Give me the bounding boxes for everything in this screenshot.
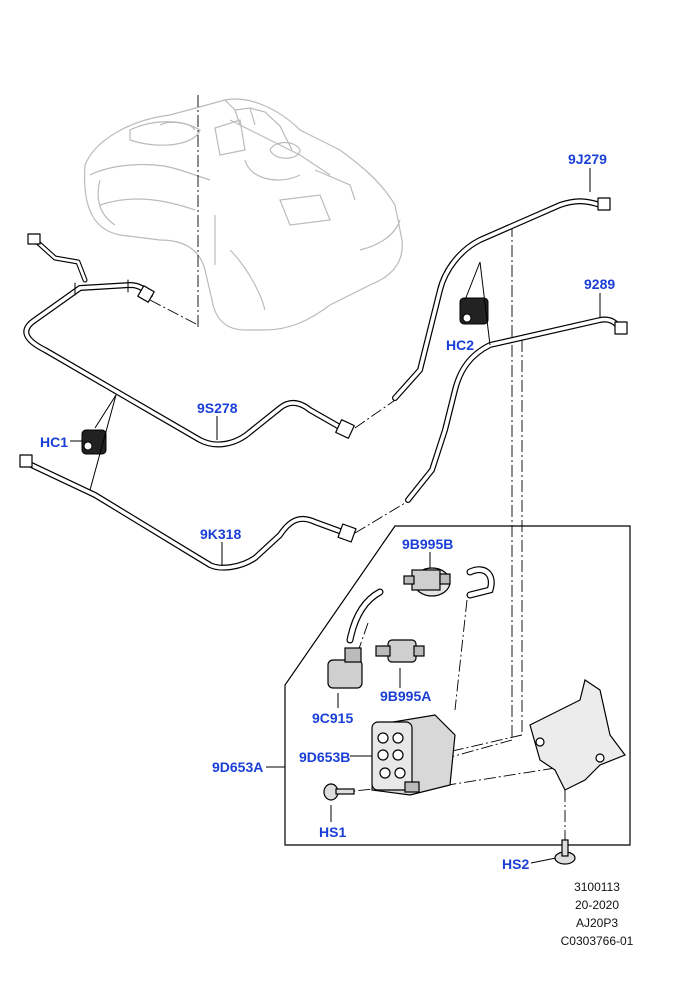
filter-9b995b-part — [403, 567, 451, 597]
pipe-9289 — [405, 316, 628, 503]
hose-upper — [346, 566, 495, 644]
fuel-tank-ghost — [83, 98, 403, 331]
canister-9d653b-part — [371, 714, 456, 796]
label-hc1[interactable]: HC1 — [40, 434, 69, 450]
guide-lines — [149, 95, 566, 850]
bracket-part — [529, 679, 626, 791]
label-9k318[interactable]: 9K318 — [200, 526, 242, 542]
label-9d653a[interactable]: 9D653A — [212, 759, 264, 775]
label-9c915[interactable]: 9C915 — [312, 710, 354, 726]
label-9b995a[interactable]: 9B995A — [380, 688, 432, 704]
label-9j279[interactable]: 9J279 — [568, 151, 607, 167]
label-9s278[interactable]: 9S278 — [197, 400, 238, 416]
bolt-hs1-part — [323, 783, 355, 801]
leader-lines — [70, 168, 601, 864]
pipe-9j279 — [392, 197, 611, 401]
label-hc2[interactable]: HC2 — [446, 337, 475, 353]
ref-line-2: 20-2020 — [574, 898, 620, 912]
clip-hc1-part — [81, 429, 107, 455]
valve-9c915-part — [327, 647, 363, 689]
ref-line-4: C0303766-01 — [560, 934, 634, 948]
pipe-9s278 — [23, 233, 355, 448]
filter-9b995a-part — [375, 639, 425, 663]
label-hs1[interactable]: HS1 — [319, 824, 347, 840]
pipe-9k318 — [19, 454, 357, 571]
clip-hc2-part — [459, 297, 489, 325]
label-9b995b[interactable]: 9B995B — [402, 536, 454, 552]
assembly-frame — [284, 525, 631, 846]
ref-line-3: AJ20P3 — [575, 916, 619, 930]
bolt-hs2-part — [554, 839, 576, 865]
ref-line-1: 3100113 — [574, 880, 620, 894]
label-hs2[interactable]: HS2 — [502, 856, 530, 872]
label-9289[interactable]: 9289 — [584, 276, 616, 292]
label-9d653b[interactable]: 9D653B — [299, 749, 351, 765]
